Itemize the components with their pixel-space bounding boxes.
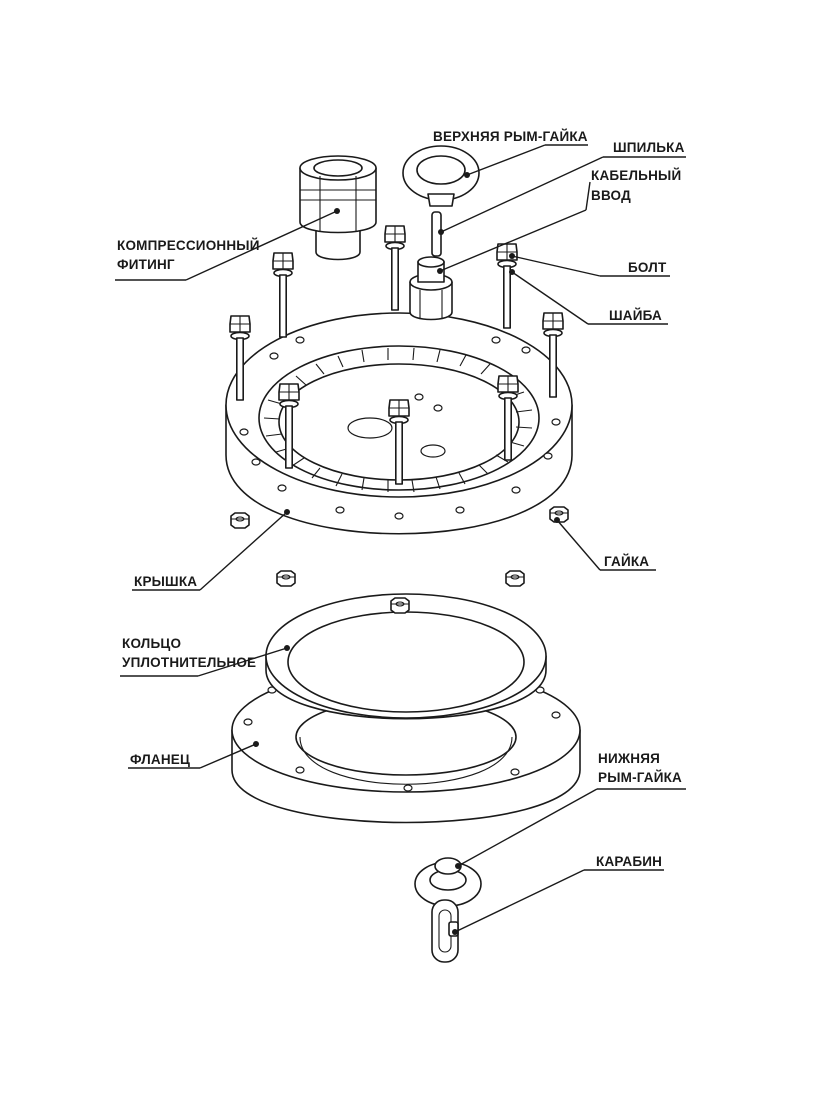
label-stud: ШПИЛЬКА — [613, 140, 685, 155]
label-cover: КРЫШКА — [134, 574, 197, 589]
label-bolt: БОЛТ — [628, 260, 667, 275]
label-compression-fitting-line1: КОМПРЕССИОННЫЙ — [117, 238, 260, 253]
label-nut: ГАЙКА — [604, 554, 649, 569]
label-compression-fitting-line2: ФИТИНГ — [117, 257, 175, 272]
cover-fins — [263, 347, 533, 493]
eye-nut-icon — [414, 857, 482, 907]
label-lower-eye-nut-line1: НИЖНЯЯ — [598, 751, 660, 766]
label-sealing-ring-line1: КОЛЬЦО — [122, 636, 181, 651]
label-cable-gland-line2: ВВОД — [591, 188, 631, 203]
cable-gland — [409, 256, 453, 321]
leader-lines — [115, 144, 686, 935]
label-carabiner: КАРАБИН — [596, 854, 662, 869]
label-upper-eye-nut: ВЕРХНЯЯ РЫМ-ГАЙКА — [433, 129, 588, 144]
label-flange: ФЛАНЕЦ — [130, 752, 190, 767]
eye-nut-icon — [402, 145, 480, 207]
compression-fitting — [299, 155, 377, 261]
label-cable-gland-line1: КАБЕЛЬНЫЙ — [591, 168, 681, 183]
label-washer: ШАЙБА — [609, 308, 662, 323]
label-sealing-ring-line2: УПЛОТНИТЕЛЬНОЕ — [122, 655, 256, 670]
label-lower-eye-nut-line2: РЫМ-ГАЙКА — [598, 770, 682, 785]
